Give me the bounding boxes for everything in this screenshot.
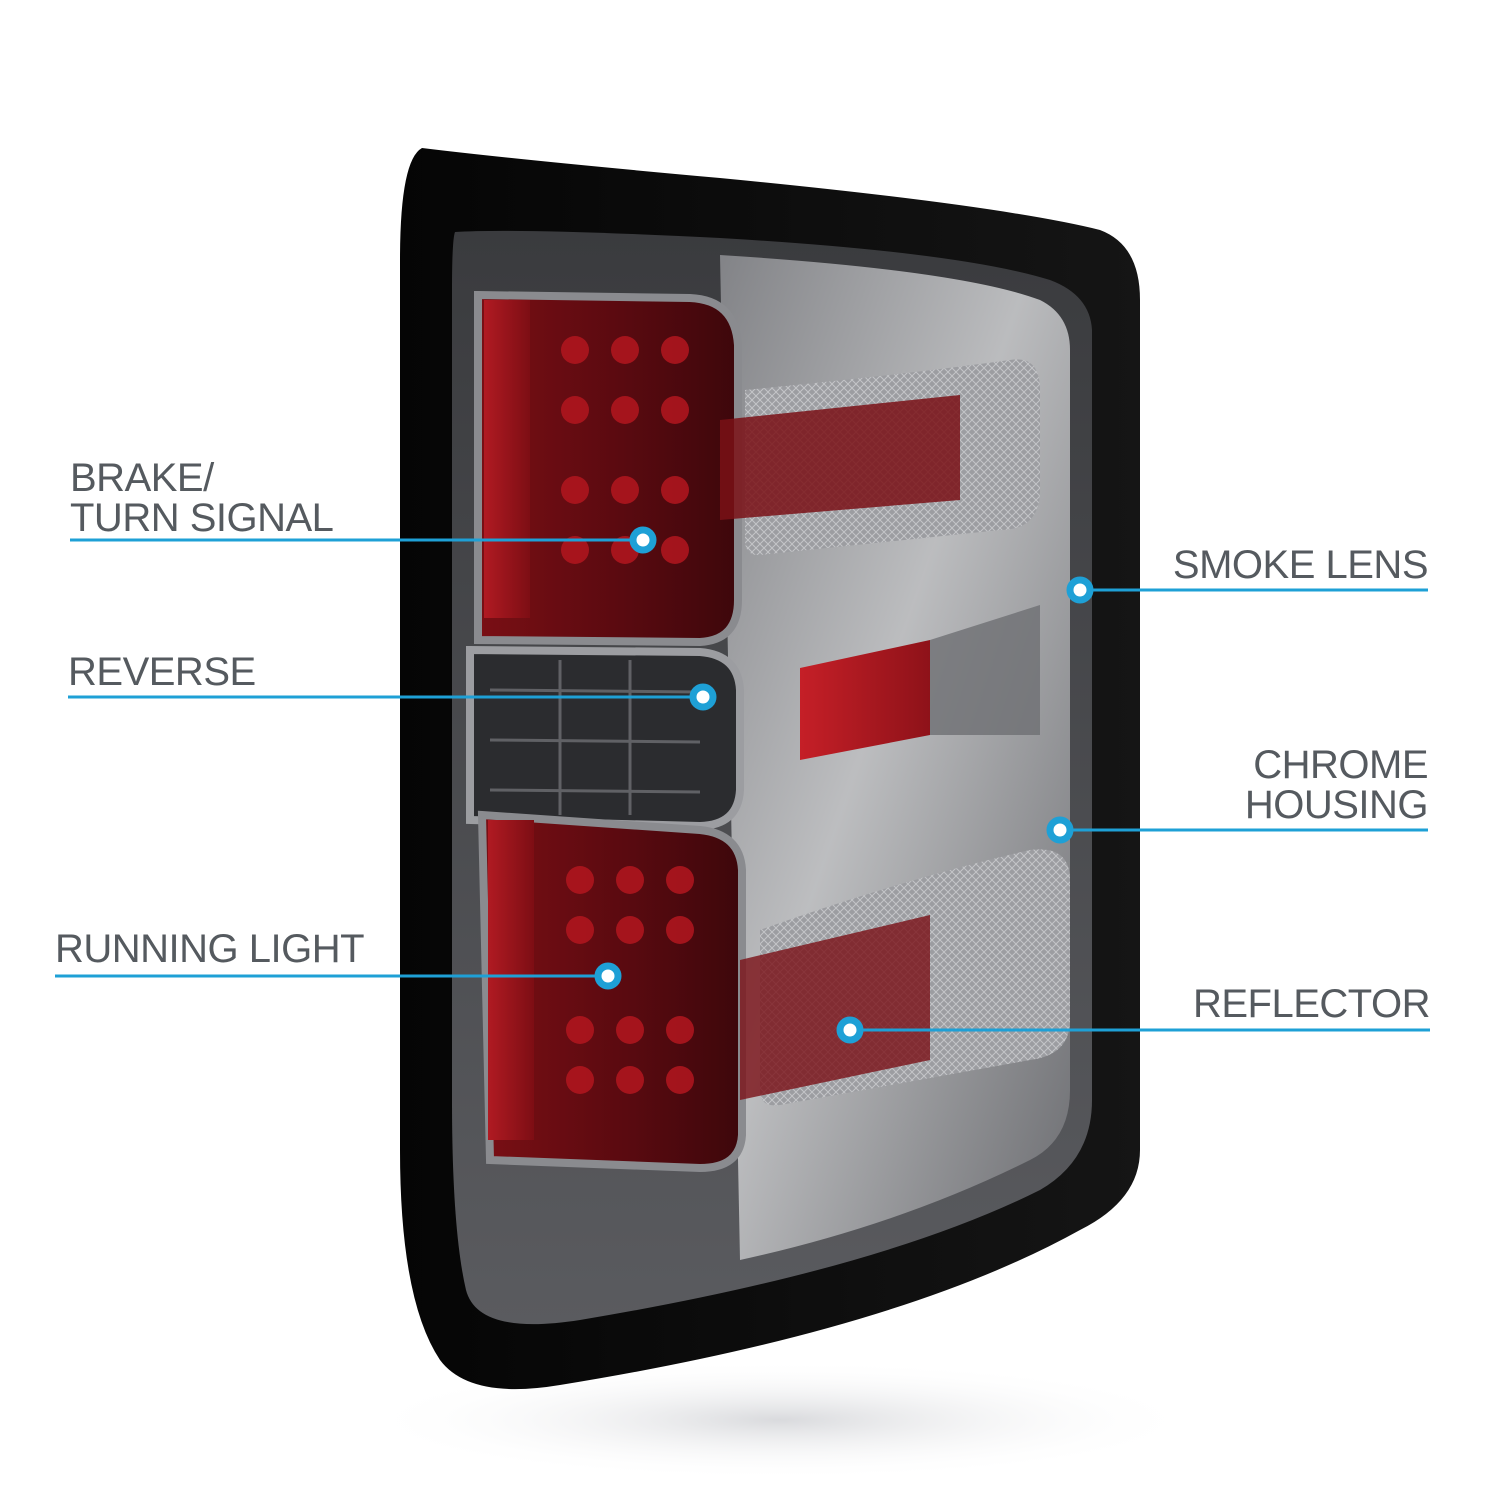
running-light-text: RUNNING LIGHT bbox=[55, 927, 365, 971]
upper-red-strip bbox=[484, 300, 530, 618]
chrome-housing-label: CHROME HOUSING bbox=[1244, 743, 1429, 827]
reflector-text: REFLECTOR bbox=[1192, 982, 1431, 1026]
reflector-label: REFLECTOR bbox=[1192, 982, 1431, 1026]
brake-turn-line2: TURN SIGNAL bbox=[70, 496, 334, 540]
upper-bar-red bbox=[720, 395, 960, 520]
reverse-lamp bbox=[466, 645, 744, 831]
lower-led-grid bbox=[566, 866, 694, 1094]
brake-turn-dot bbox=[629, 526, 657, 554]
side-reflector bbox=[800, 640, 930, 760]
smoke-lens-text: SMOKE LENS bbox=[1172, 543, 1429, 587]
side-reflector-frame bbox=[930, 605, 1040, 735]
running-light-label: RUNNING LIGHT bbox=[55, 927, 365, 971]
lower-bar-red bbox=[740, 915, 930, 1100]
floor-shadow bbox=[360, 1360, 1200, 1480]
smoke-lens-label: SMOKE LENS bbox=[1172, 543, 1429, 587]
chrome-housing-dot bbox=[1046, 816, 1074, 844]
chrome-housing-line2: HOUSING bbox=[1244, 783, 1429, 827]
brake-turn-line1: BRAKE/ bbox=[70, 456, 214, 500]
chrome-housing-line1: CHROME bbox=[1253, 743, 1428, 787]
running-light-dot bbox=[594, 962, 622, 990]
reverse-lamp-facets bbox=[489, 660, 701, 815]
brake-turn-label: BRAKE/ TURN SIGNAL bbox=[70, 456, 334, 540]
reverse-dot bbox=[689, 683, 717, 711]
callout-lines bbox=[55, 538, 1430, 1032]
reverse-text: REVERSE bbox=[68, 650, 256, 694]
lower-red-strip bbox=[488, 820, 534, 1140]
smoke-lens-dot bbox=[1066, 576, 1094, 604]
callout-dots bbox=[594, 526, 1094, 1044]
upper-led-grid bbox=[561, 336, 689, 564]
reverse-label: REVERSE bbox=[68, 652, 256, 692]
reflector-dot bbox=[836, 1016, 864, 1044]
